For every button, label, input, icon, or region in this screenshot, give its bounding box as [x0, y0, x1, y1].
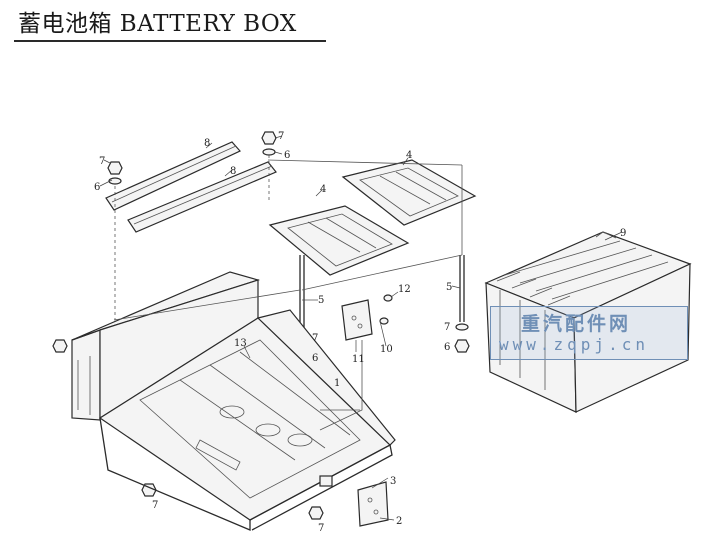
watermark-line1: 重汽配件网	[521, 313, 632, 335]
hinge-bracket	[357, 481, 389, 527]
diagram-title: 蓄电池箱 BATTERY BOX	[18, 11, 297, 37]
callout-13: 13	[234, 338, 247, 349]
nut-bottom-center	[308, 506, 324, 520]
hold-down-rail-upper	[105, 141, 241, 211]
callout-1: 1	[334, 378, 340, 389]
callout-4b: 4	[320, 184, 326, 195]
title-underline	[14, 40, 326, 42]
callout-5a: 5	[318, 295, 324, 306]
leader-lines	[99, 135, 623, 521]
tie-rod-right	[459, 255, 465, 322]
callout-8a: 8	[204, 138, 210, 149]
hold-down-rail-lower	[127, 161, 277, 233]
assembly-guide-lines	[113, 155, 463, 431]
nut-washer-top-left	[107, 161, 123, 185]
callout-5b: 5	[446, 282, 452, 293]
callout-labels: 7 6 8 8 7 6 4 4 9 12 5 5 7 6 7 6 10 11 1…	[94, 131, 626, 534]
watermark: 重汽配件网 www.zqpj.cn	[490, 306, 688, 360]
callout-3: 3	[390, 476, 396, 487]
callout-7e: 7	[152, 500, 158, 511]
callout-6d: 6	[312, 353, 318, 364]
battery-frame-back	[341, 159, 477, 226]
callout-7b: 7	[278, 131, 284, 142]
callout-9: 9	[620, 228, 626, 239]
nut-washer-mid-right	[454, 323, 470, 353]
bracket	[341, 299, 373, 341]
callout-10: 10	[380, 344, 393, 355]
callout-6c: 6	[444, 342, 450, 353]
callout-4a: 4	[406, 150, 412, 161]
callout-2: 2	[396, 516, 402, 527]
callout-6b: 6	[284, 150, 290, 161]
bolt-10	[379, 317, 389, 325]
nut-far-left	[52, 339, 68, 353]
watermark-line2: www.zqpj.cn	[499, 335, 649, 354]
callout-12: 12	[398, 284, 411, 295]
battery-box-tray	[71, 271, 396, 531]
callout-6a: 6	[94, 182, 100, 193]
callout-11: 11	[352, 354, 365, 365]
battery-frame-front	[268, 205, 410, 276]
callout-7c: 7	[444, 322, 450, 333]
callout-7d: 7	[312, 333, 318, 344]
callout-8b: 8	[230, 166, 236, 177]
callout-7f: 7	[318, 523, 324, 534]
callout-7a: 7	[99, 156, 105, 167]
bolt-12	[383, 294, 393, 302]
nut-washer-top-right	[261, 131, 277, 156]
nut-bottom-left	[141, 483, 157, 497]
latch	[319, 475, 333, 487]
